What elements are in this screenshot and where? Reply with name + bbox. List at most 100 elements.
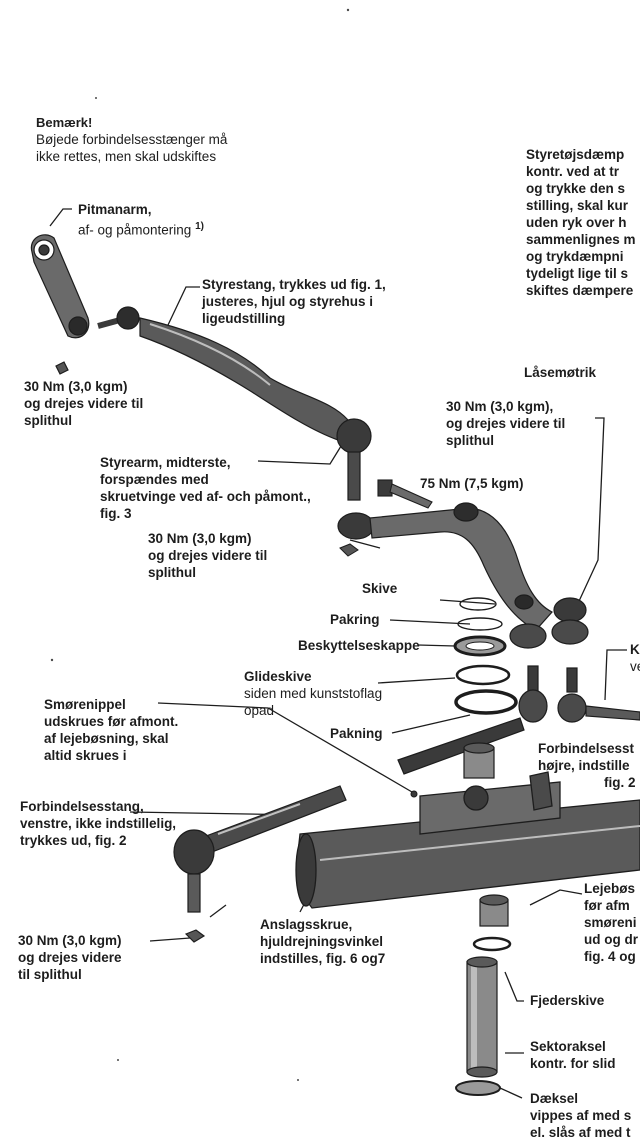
label-styrearm: Styrearm, midterste, forspændes med skru… xyxy=(100,454,311,522)
right-tie-rod xyxy=(397,717,525,775)
label-skive: Skive xyxy=(362,581,398,596)
lejebos-line-1: før afm xyxy=(584,898,630,913)
lejebos-line-2: smøreni xyxy=(584,915,637,930)
pitman-title: Pitmanarm, xyxy=(78,202,152,217)
torque-bottom-line3: til splithul xyxy=(18,967,82,982)
styrearm-line3: skruetvinge ved af- och påmont., xyxy=(100,489,311,504)
anslag-line2: hjuldrejningsvinkel xyxy=(260,934,384,949)
grease-nipple-part xyxy=(410,790,418,798)
forb-venstre-line2: venstre, ikke indstillelig, xyxy=(20,816,177,831)
label-torque-75: 75 Nm (7,5 kgm) xyxy=(420,476,524,491)
label-torque-right: 30 Nm (3,0 kgm), og drejes videre til sp… xyxy=(446,398,565,449)
leader-pakning xyxy=(391,714,471,734)
torque-mid-line3: splithul xyxy=(148,565,196,580)
label-forb-hojre: Forbindelsesst højre, indstille fig. 2 xyxy=(538,740,636,791)
scan-specks xyxy=(50,8,350,1081)
leader-pitman xyxy=(49,208,72,227)
label-forb-venstre: Forbindelsesstang, venstre, ikke indstil… xyxy=(20,798,176,849)
styretoj-line-3: stilling, skal kur xyxy=(526,198,629,213)
leader-daeksel xyxy=(499,1087,523,1099)
styretoj-line-4: uden ryk over h xyxy=(526,215,627,230)
styrearm-title: Styrearm, midterste, xyxy=(100,455,231,470)
daeksel-line3: el. slås af med t xyxy=(530,1125,631,1140)
torque-mid-line2: og drejes videre til xyxy=(148,548,268,563)
daeksel-title: Dæksel xyxy=(530,1091,579,1106)
forb-venstre-title: Forbindelsesstang, xyxy=(20,799,144,814)
leader-torque-mid xyxy=(349,539,381,549)
glideskive-title: Glideskive xyxy=(244,669,312,684)
label-torque-bottom: 30 Nm (3,0 kgm) og drejes videre til spl… xyxy=(18,932,122,983)
glideskive-line3: opad xyxy=(244,703,275,718)
label-lasemotrik: Låsemøtrik xyxy=(524,365,597,380)
kugle-line2: ven xyxy=(630,659,640,674)
forb-hojre-line3: fig. 2 xyxy=(604,775,636,790)
torque-bottom-line1: 30 Nm (3,0 kgm) xyxy=(18,933,122,948)
smorenippel-line3: af lejebøsning, skal xyxy=(44,731,169,746)
leader-smorenippel xyxy=(157,702,413,793)
bolt-75nm xyxy=(377,479,433,509)
anslag-line3: indstilles, fig. 6 og7 xyxy=(260,951,386,966)
leader-torque-right xyxy=(573,417,605,613)
pitman-footnote: 1) xyxy=(195,221,204,232)
styretoj-line-5: sammenlignes m xyxy=(526,232,636,247)
daeksel-line2: vippes af med s xyxy=(530,1108,632,1123)
leader-fjederskive xyxy=(504,971,524,1002)
note-title: Bemærk! xyxy=(36,115,93,130)
leader-torque-bottom xyxy=(149,937,191,942)
styretoj-line-1: kontr. ved at tr xyxy=(526,164,620,179)
label-torque-left: 30 Nm (3,0 kgm) og drejes videre til spl… xyxy=(24,378,143,429)
styretoj-line-2: og trykke den s xyxy=(526,181,626,196)
sektoraksel-line2: kontr. for slid xyxy=(530,1056,616,1071)
label-anslagsskrue: Anslagsskrue, hjuldrejningsvinkel indsti… xyxy=(260,916,385,967)
torque-left-line2: og drejes videre til xyxy=(24,396,144,411)
smorenippel-line4: altid skrues i xyxy=(44,748,127,763)
styretoj-line-8: skiftes dæmpere xyxy=(526,283,634,298)
left-tie-rod xyxy=(173,785,347,943)
styrestang-title: Styrestang, trykkes ud fig. 1, xyxy=(202,277,386,292)
label-pakring: Pakring xyxy=(330,612,380,627)
torque-mid-line1: 30 Nm (3,0 kgm) xyxy=(148,531,252,546)
nut-mid xyxy=(339,543,359,557)
lejebos-line-4: fig. 4 og xyxy=(584,949,636,964)
sektoraksel-title: Sektoraksel xyxy=(530,1039,606,1054)
leader-glideskive xyxy=(377,677,456,684)
torque-left-line1: 30 Nm (3,0 kgm) xyxy=(24,379,128,394)
torque-right-line2: og drejes videre til xyxy=(446,416,566,431)
leader-kugle xyxy=(604,649,627,701)
lejebos-line-3: ud og dr xyxy=(584,932,638,947)
torque-left-line3: splithul xyxy=(24,413,72,428)
styrearm-line2: forspændes med xyxy=(100,472,209,487)
axle-beam xyxy=(295,771,640,909)
center-steering-rod xyxy=(97,306,372,501)
label-fjederskive: Fjederskive xyxy=(530,993,605,1008)
middle-steering-arm xyxy=(337,502,589,649)
leader-pakring xyxy=(389,619,471,625)
leader-bottom-extra xyxy=(209,904,227,918)
label-sektoraksel: Sektoraksel kontr. for slid xyxy=(530,1038,616,1072)
styretoj-line-7: tydeligt lige til s xyxy=(526,266,629,281)
torque-right-line1: 30 Nm (3,0 kgm), xyxy=(446,399,554,414)
forb-hojre-line2: højre, indstille xyxy=(538,758,630,773)
label-pitman: Pitmanarm, af- og påmontering 1) xyxy=(78,201,204,239)
label-daeksel: Dæksel vippes af med s el. slås af med t xyxy=(530,1090,631,1141)
styrestang-line3: ligeudstilling xyxy=(202,311,286,326)
leader-beskyttelseskappe xyxy=(417,644,456,647)
glideskive-line2: siden med kunststoflag xyxy=(244,686,383,701)
note-line-1: Bøjede forbindelsesstænger må xyxy=(36,132,228,147)
leader-lejebos xyxy=(529,889,583,906)
label-smorenippel: Smørenippel udskrues før afmont. af leje… xyxy=(44,696,178,764)
label-kugle: Ku ven xyxy=(630,641,640,675)
smorenippel-title: Smørenippel xyxy=(44,697,126,712)
note-line-2: ikke rettes, men skal udskiftes xyxy=(36,149,217,164)
note-block: Bemærk! Bøjede forbindelsesstænger må ik… xyxy=(36,114,227,165)
sector-shaft-assembly xyxy=(455,894,512,1096)
label-glideskive: Glideskive siden med kunststoflag opad xyxy=(244,668,382,719)
styretoj-title: Styretøjsdæmp xyxy=(526,147,625,162)
styretoj-line-6: og trykdæmpni xyxy=(526,249,624,264)
torque-right-line3: splithul xyxy=(446,433,494,448)
smorenippel-line2: udskrues før afmont. xyxy=(44,714,179,729)
styrearm-line4: fig. 3 xyxy=(100,506,132,521)
torque-bottom-line2: og drejes videre xyxy=(18,950,122,965)
